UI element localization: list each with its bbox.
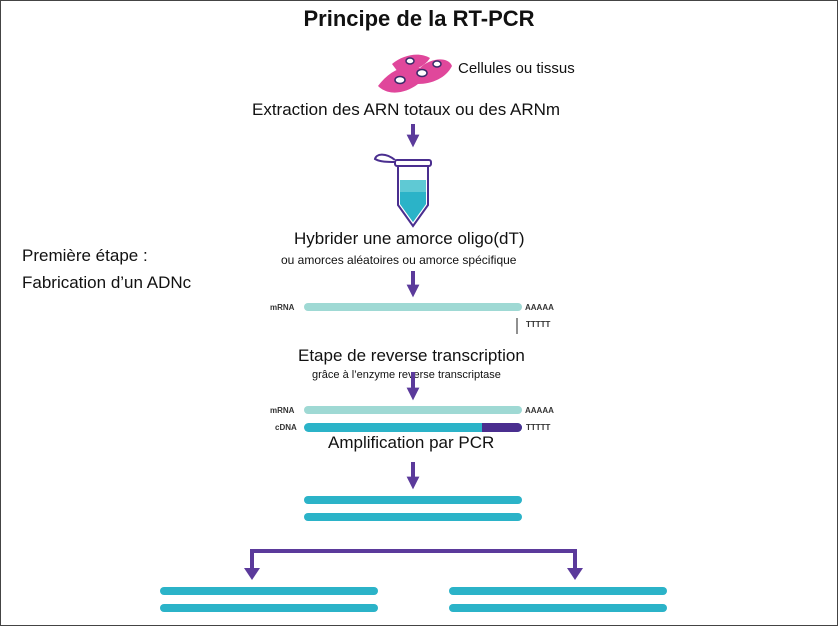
branch-connector xyxy=(244,549,583,580)
polya-label: AAAAA xyxy=(525,303,554,312)
cdna-strand xyxy=(304,423,522,432)
pcr-product xyxy=(304,496,522,521)
reverse-transcription-sublabel: grâce à l’enzyme reverse transcriptase xyxy=(312,369,501,381)
mrna-strand xyxy=(304,406,522,414)
mrna-label: mRNA xyxy=(270,406,295,415)
hybridization-sublabel: ou amorces aléatoires ou amorce spécifiq… xyxy=(281,253,517,267)
first-step-description: Fabrication d’un ADNc xyxy=(22,273,192,292)
first-step-title: Première étape : xyxy=(22,246,148,265)
cells-icon xyxy=(378,54,452,93)
mrna-label: mRNA xyxy=(270,303,295,312)
oligo-t-label: TTTTT xyxy=(526,320,551,329)
extraction-step-label: Extraction des ARN totaux ou des ARNm xyxy=(252,100,561,119)
pcr-product xyxy=(449,587,667,612)
reverse-transcription-label: Etape de reverse transcription xyxy=(298,346,525,365)
hybridization-label: Hybrider une amorce oligo(dT) xyxy=(294,229,525,248)
tube-icon xyxy=(373,153,432,228)
amplification-label: Amplification par PCR xyxy=(328,433,495,452)
cells-label: Cellules ou tissus xyxy=(458,60,575,77)
cdna-label: cDNA xyxy=(275,423,297,432)
mrna-strand xyxy=(304,303,522,311)
pcr-product xyxy=(160,587,378,612)
page-title: Principe de la RT-PCR xyxy=(303,6,535,31)
oligo-t-label: TTTTT xyxy=(526,423,551,432)
polya-label: AAAAA xyxy=(525,406,554,415)
